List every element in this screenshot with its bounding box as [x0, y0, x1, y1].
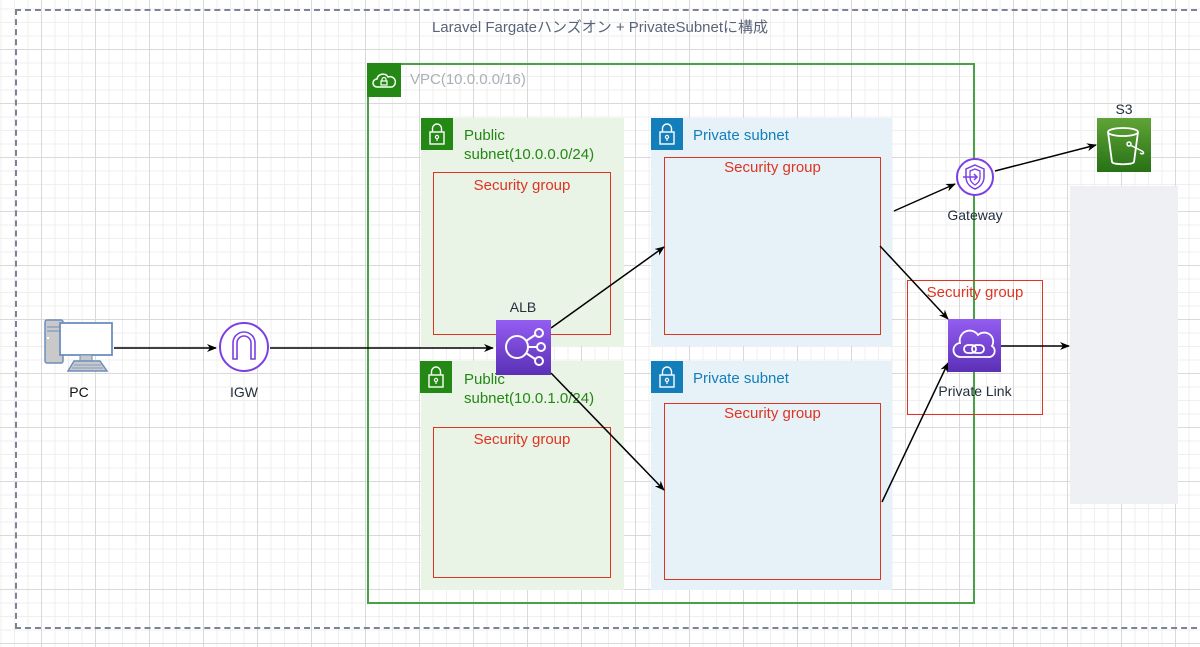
- public-subnet-2-label-line1: Public: [464, 371, 505, 388]
- s3-label: S3: [1115, 101, 1133, 117]
- private-subnet-1[interactable]: [651, 118, 892, 346]
- load-balancer-icon: [496, 320, 551, 375]
- internet-gateway-icon: [219, 322, 269, 372]
- privatelink-icon: [948, 319, 1001, 372]
- security-group-private-link[interactable]: [907, 280, 1043, 415]
- vpc-cloud-lock-icon: [367, 63, 401, 97]
- igw-label: IGW: [230, 384, 258, 400]
- alb-label: ALB: [509, 299, 537, 315]
- security-group-label: Security group: [926, 284, 1024, 301]
- lock-icon: [421, 118, 453, 150]
- public-subnet-1-label-line2: subnet(10.0.0.0/24): [464, 146, 595, 163]
- vpc-endpoint-gateway-icon: [956, 158, 994, 196]
- igw-node[interactable]: [218, 321, 270, 378]
- security-group-label: Security group: [724, 405, 821, 422]
- vpc-label: VPC(10.0.0.0/16): [410, 71, 526, 88]
- lock-icon: [651, 118, 683, 150]
- private-subnet-1-label: Private subnet: [693, 127, 789, 144]
- external-service-area[interactable]: [1070, 186, 1178, 504]
- private-link-label: Private Link: [938, 383, 1012, 399]
- desktop-computer-icon: [44, 319, 113, 372]
- diagram-title: Laravel Fargateハンズオン + PrivateSubnetに構成: [431, 19, 769, 36]
- security-group-label: Security group: [724, 159, 821, 176]
- pc-label: PC: [69, 384, 89, 400]
- gateway-label: Gateway: [947, 207, 1003, 223]
- private-subnet-2[interactable]: [651, 361, 892, 590]
- public-subnet-2-label-line2: subnet(10.0.1.0/24): [464, 390, 595, 407]
- alb-node[interactable]: [496, 320, 551, 380]
- security-group-private-2[interactable]: [664, 403, 881, 580]
- lock-icon: [651, 361, 683, 393]
- gateway-node[interactable]: [955, 157, 995, 202]
- diagram-frame: [15, 9, 1200, 629]
- private-subnet-2-label: Private subnet: [693, 370, 789, 387]
- security-group-label: Security group: [473, 177, 571, 194]
- lock-icon: [420, 361, 452, 393]
- public-subnet-1-label: Public subnet(10.0.0.0/24): [464, 126, 594, 164]
- s3-bucket-icon: [1097, 118, 1151, 172]
- security-group-label: Security group: [473, 431, 571, 448]
- public-subnet-1-label-line1: Public: [464, 127, 505, 144]
- security-group-private-1[interactable]: [664, 157, 881, 335]
- private-link-node[interactable]: [948, 319, 1001, 377]
- security-group-public-2[interactable]: [433, 427, 611, 578]
- s3-node[interactable]: [1097, 118, 1151, 177]
- pc-node[interactable]: [44, 319, 114, 378]
